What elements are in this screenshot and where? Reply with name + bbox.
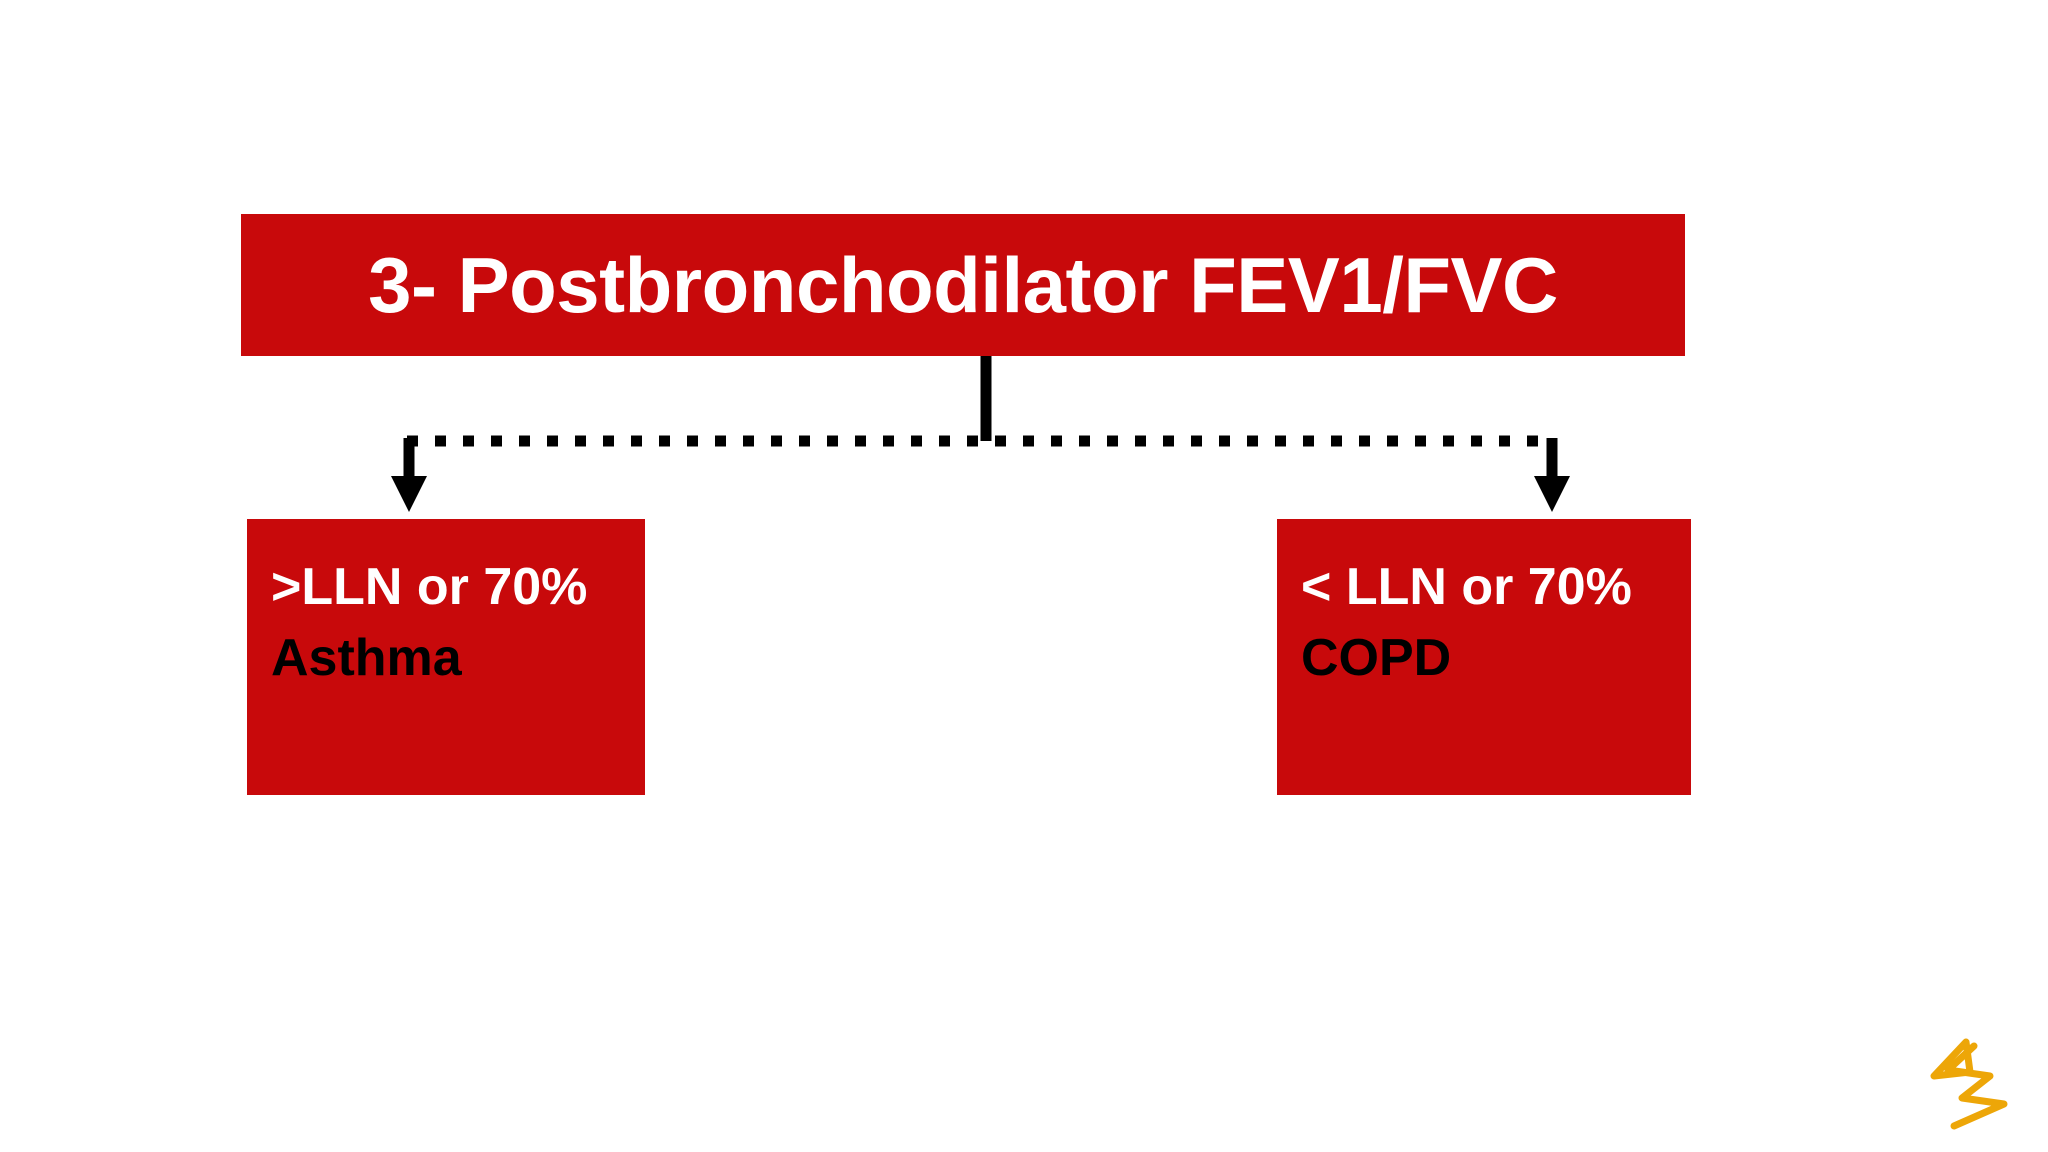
right-arrow-head-icon bbox=[1534, 476, 1570, 512]
outcome-box-asthma: >LLN or 70% Asthma bbox=[247, 519, 645, 795]
asthma-criteria-text: >LLN or 70% bbox=[271, 558, 588, 616]
asthma-diagnosis-text: Asthma bbox=[271, 629, 462, 688]
left-arrow-head-icon bbox=[391, 476, 427, 512]
copd-diagnosis-text: COPD bbox=[1301, 629, 1452, 688]
copd-criteria-text: < LLN or 70% bbox=[1301, 558, 1632, 616]
astrazeneca-logo-icon bbox=[1930, 1038, 2008, 1130]
flowchart-title-text: 3- Postbronchodilator FEV1/FVC bbox=[368, 241, 1558, 329]
outcome-box-copd: < LLN or 70% COPD bbox=[1277, 519, 1691, 795]
flowchart-title-box: 3- Postbronchodilator FEV1/FVC bbox=[241, 214, 1685, 356]
